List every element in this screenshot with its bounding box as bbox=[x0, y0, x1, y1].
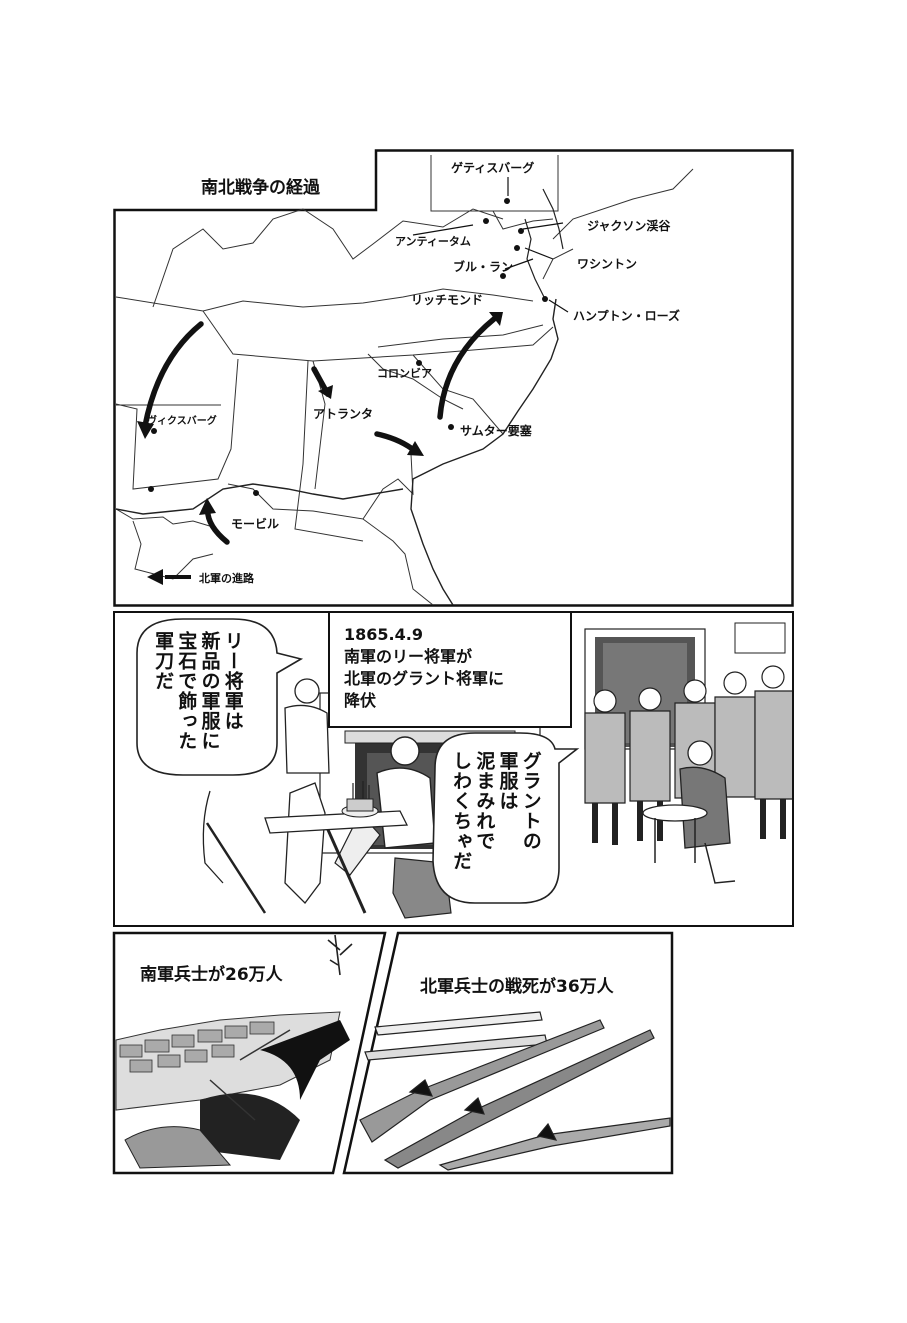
label-fort-sumter: サムター要塞 bbox=[460, 424, 532, 438]
narration-line-date: 1865.4.9 bbox=[344, 625, 423, 644]
bubble-lee-line: 宝石で飾った bbox=[175, 631, 198, 751]
bubble-grant-line: グラントの bbox=[519, 751, 542, 851]
map-title: 南北戦争の経過 bbox=[201, 178, 320, 198]
narration-box: 1865.4.9 南軍のリー将軍が 北軍のグラント将軍に 降伏 bbox=[328, 613, 572, 728]
label-gettysburg: ゲティスバーグ bbox=[451, 161, 535, 175]
map-drawing bbox=[113, 149, 794, 607]
label-mobile: モービル bbox=[231, 517, 280, 531]
narration-line: 降伏 bbox=[344, 691, 377, 710]
rifles-illustration bbox=[359, 1011, 671, 1171]
label-antietam: アンティータム bbox=[395, 235, 471, 248]
bubble-grant-line: しわくちゃだ bbox=[450, 751, 473, 871]
label-washington: ワシントン bbox=[577, 257, 638, 271]
union-route-arrow bbox=[437, 316, 497, 420]
bubble-lee-line: リー将軍は bbox=[221, 631, 244, 731]
bubble-grant-line: 軍服は bbox=[496, 751, 519, 811]
label-hampton-roads: ハンプトン・ローズ bbox=[573, 309, 681, 323]
bubble-lee-line: 新品の軍服に bbox=[198, 631, 221, 751]
legend-label: 北軍の進路 bbox=[199, 572, 254, 585]
label-columbia: コロンビア bbox=[377, 367, 432, 380]
bubble-lee-line: 軍刀だ bbox=[152, 631, 175, 691]
union-route-arrow bbox=[142, 321, 204, 429]
bubble-lee-text: リー将軍は 新品の軍服に 宝石で飾った 軍刀だ bbox=[151, 631, 244, 761]
surrender-panel: 1865.4.9 南軍のリー将軍が 北軍のグラント将軍に 降伏 リー将軍は 新品… bbox=[113, 611, 794, 927]
casualty-panel-right-frame bbox=[342, 931, 674, 1175]
union-route-arrow bbox=[311, 366, 328, 392]
label-bull-run: ブル・ラン bbox=[453, 260, 514, 274]
map-panel: 南北戦争の経過 ゲティスバーグ アンティータム ジャクソン渓谷 ブル・ラン ワシ… bbox=[113, 149, 794, 607]
label-vicksburg: ヴィクスバーグ bbox=[147, 416, 217, 427]
label-richmond: リッチモンド bbox=[411, 293, 484, 307]
bubble-grant-text: グラントの 軍服は 泥まみれで しわくちゃだ bbox=[449, 751, 542, 891]
casualty-caption-confederate: 南軍兵士が26万人 bbox=[140, 965, 283, 985]
bubble-grant-line: 泥まみれで bbox=[473, 751, 496, 851]
narration-line: 南軍のリー将軍が bbox=[344, 647, 473, 666]
casualty-caption-union: 北軍兵士の戦死が36万人 bbox=[420, 977, 614, 997]
narration-line: 北軍のグラント将軍に bbox=[344, 669, 505, 688]
label-atlanta: アトランタ bbox=[313, 407, 374, 421]
label-jackson-valley: ジャクソン渓谷 bbox=[587, 219, 671, 233]
